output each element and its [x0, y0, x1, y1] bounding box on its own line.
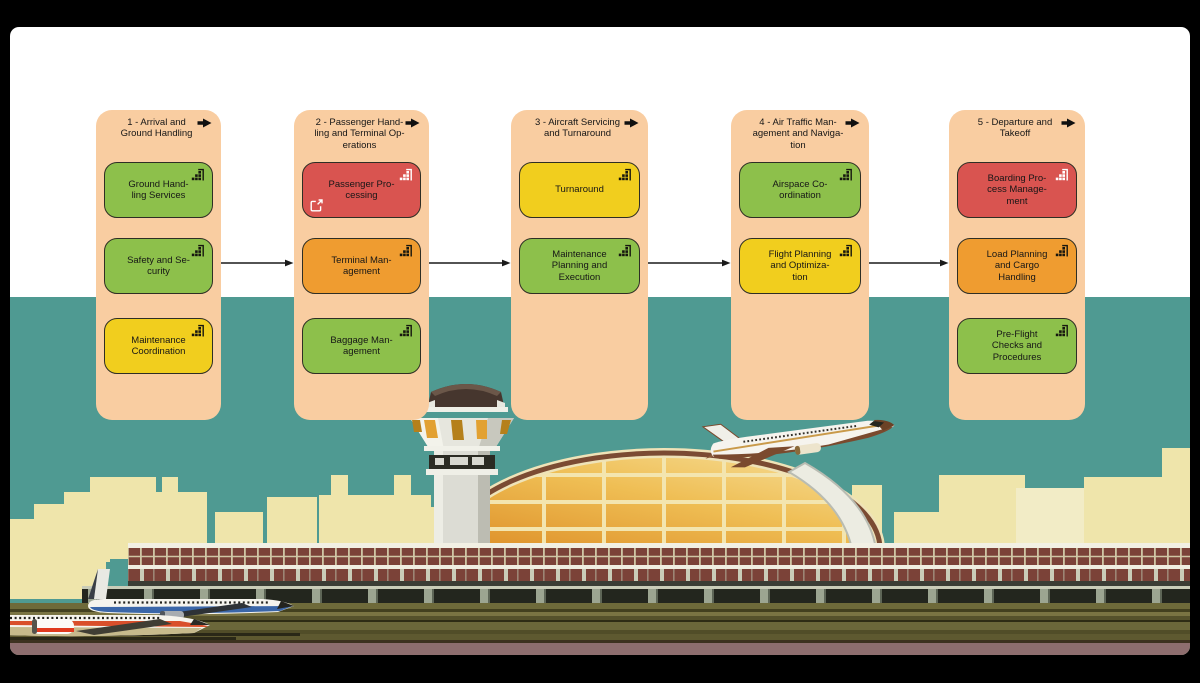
- process-arrow-icon[interactable]: [624, 118, 639, 128]
- card-label: Maintenance Coordination: [131, 334, 186, 357]
- card-preflight-checks-procedures[interactable]: Pre-Flight Checks and Procedures: [957, 318, 1077, 374]
- process-arrow-icon[interactable]: [197, 118, 212, 128]
- card-label: Ground Hand- ling Services: [128, 178, 189, 201]
- building-steps-icon: [191, 168, 205, 181]
- panel-title: 4 - Air Traffic Man- agement and Naviga-…: [752, 117, 844, 151]
- card-label: Maintenance Planning and Execution: [551, 249, 608, 283]
- card-label: Load Planning and Cargo Handling: [986, 249, 1048, 283]
- terminal-dome: [443, 448, 885, 550]
- presentation-canvas: 1 - Arrival and Ground Handling Ground H…: [10, 27, 1190, 655]
- panel-stage-5[interactable]: 5 - Departure and Takeoff Boarding Pro- …: [949, 110, 1085, 420]
- panel-title: 2 - Passenger Hand- ling and Terminal Op…: [314, 117, 405, 151]
- panel-title: 3 - Aircraft Servicing and Turnaround: [535, 117, 620, 140]
- parked-airplane-front: [10, 615, 236, 640]
- panel-title: 1 - Arrival and Ground Handling: [120, 117, 193, 140]
- building-steps-icon: [618, 168, 632, 181]
- card-load-planning-cargo-handling[interactable]: Load Planning and Cargo Handling: [957, 238, 1077, 294]
- panel-stage-2[interactable]: 2 - Passenger Hand- ling and Terminal Op…: [294, 110, 429, 420]
- card-maintenance-planning-execution[interactable]: Maintenance Planning and Execution: [519, 238, 640, 294]
- card-safety-and-security[interactable]: Safety and Se- curity: [104, 238, 213, 294]
- building-steps-icon: [399, 168, 413, 181]
- flow-arrow-3-4: [648, 259, 731, 267]
- building-steps-icon: [191, 244, 205, 257]
- building-steps-icon: [399, 324, 413, 337]
- building-steps-icon: [839, 168, 853, 181]
- card-label: Terminal Man- agement: [331, 254, 392, 277]
- card-label: Boarding Pro- cess Manage- ment: [987, 173, 1047, 207]
- card-label: Turnaround: [555, 184, 604, 196]
- card-terminal-management[interactable]: Terminal Man- agement: [302, 238, 421, 294]
- card-label: Safety and Se- curity: [127, 254, 190, 277]
- building-steps-icon: [839, 244, 853, 257]
- building-steps-icon: [191, 324, 205, 337]
- card-boarding-process-management[interactable]: Boarding Pro- cess Manage- ment: [957, 162, 1077, 218]
- panel-stage-3[interactable]: 3 - Aircraft Servicing and Turnaround Tu…: [511, 110, 648, 420]
- flow-arrow-2-3: [429, 259, 511, 267]
- card-label: Passenger Pro- cessing: [328, 178, 395, 201]
- flow-arrow-1-2: [221, 259, 294, 267]
- external-link-icon[interactable]: [310, 199, 323, 212]
- card-turnaround[interactable]: Turnaround: [519, 162, 640, 218]
- process-arrow-icon[interactable]: [405, 118, 420, 128]
- building-steps-icon: [1055, 168, 1069, 181]
- process-arrow-icon[interactable]: [845, 118, 860, 128]
- card-label: Flight Planning and Optimiza- tion: [768, 249, 832, 283]
- airport-scenery: [10, 384, 1190, 655]
- building-steps-icon: [399, 244, 413, 257]
- card-label: Baggage Man- agement: [330, 334, 393, 357]
- card-airspace-coordination[interactable]: Airspace Co- ordination: [739, 162, 861, 218]
- panel-stage-4[interactable]: 4 - Air Traffic Man- agement and Naviga-…: [731, 110, 869, 420]
- control-tower: [410, 384, 514, 547]
- card-ground-handling-services[interactable]: Ground Hand- ling Services: [104, 162, 213, 218]
- building-steps-icon: [618, 244, 632, 257]
- card-baggage-management[interactable]: Baggage Man- agement: [302, 318, 421, 374]
- card-passenger-processing[interactable]: Passenger Pro- cessing: [302, 162, 421, 218]
- building-steps-icon: [1055, 324, 1069, 337]
- flow-arrow-4-5: [869, 259, 949, 267]
- terminal-building: [82, 543, 1190, 603]
- card-label: Pre-Flight Checks and Procedures: [991, 329, 1043, 363]
- card-label: Airspace Co- ordination: [772, 178, 828, 201]
- airplane-taking-off: [701, 419, 895, 468]
- card-maintenance-coordination[interactable]: Maintenance Coordination: [104, 318, 213, 374]
- building-steps-icon: [1055, 244, 1069, 257]
- process-arrow-icon[interactable]: [1061, 118, 1076, 128]
- panel-title: 5 - Departure and Takeoff: [977, 117, 1053, 140]
- panel-stage-1[interactable]: 1 - Arrival and Ground Handling Ground H…: [96, 110, 221, 420]
- card-flight-planning-optimization[interactable]: Flight Planning and Optimiza- tion: [739, 238, 861, 294]
